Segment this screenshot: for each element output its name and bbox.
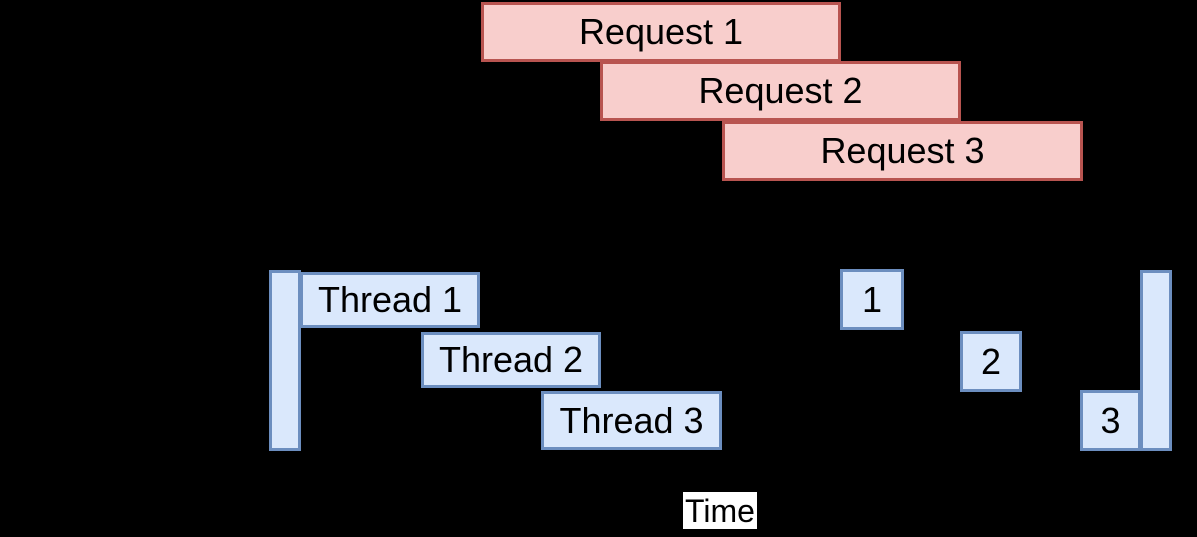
thread-pool-start-bar — [269, 270, 301, 451]
thread-pool-end-bar — [1140, 270, 1172, 451]
time-axis-label: Time — [683, 492, 757, 529]
request-3-box: Request 3 — [722, 121, 1083, 181]
thread-return-2-box: 2 — [960, 331, 1022, 392]
request-2-label: Request 2 — [698, 70, 863, 111]
thread-1-box: Thread 1 — [300, 272, 480, 328]
request-3-label: Request 3 — [820, 130, 985, 171]
thread-3-label: Thread 3 — [559, 399, 704, 441]
time-axis-label-text: Time — [685, 492, 755, 529]
request-1-label: Request 1 — [578, 11, 744, 52]
thread-2-box: Thread 2 — [421, 332, 601, 388]
thread-3-box: Thread 3 — [541, 391, 722, 450]
thread-1-label: Thread 1 — [317, 279, 463, 320]
thread-return-1-box: 1 — [840, 269, 904, 330]
thread-return-2-label: 2 — [980, 340, 1002, 382]
thread-2-label: Thread 2 — [438, 339, 584, 380]
thread-return-1-label: 1 — [861, 278, 883, 320]
request-1-box: Request 1 — [481, 2, 841, 62]
thread-return-3-box: 3 — [1080, 390, 1141, 451]
request-2-box: Request 2 — [600, 61, 961, 121]
thread-return-3-label: 3 — [1100, 399, 1121, 441]
